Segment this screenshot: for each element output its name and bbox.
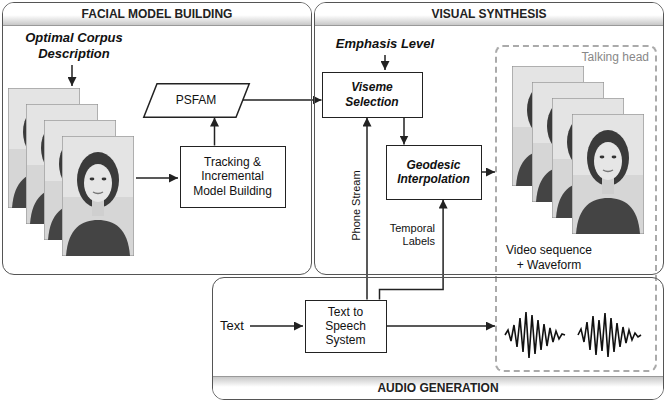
annotation-label: Optimal Corpus Description <box>14 30 134 61</box>
box-label: Text to Speech System <box>311 305 381 348</box>
edge-label: Temporal Labels <box>376 222 436 248</box>
box-label: Viseme Selection <box>328 80 417 109</box>
panel-title: VISUAL SYNTHESIS <box>431 7 546 21</box>
model-parallelogram: PSFAM <box>143 83 250 118</box>
panel-title: AUDIO GENERATION <box>377 381 498 395</box>
face-frames <box>8 88 134 256</box>
connector-arrow <box>387 325 496 327</box>
group-title: Talking head <box>582 50 649 64</box>
connector-arrow <box>403 118 405 145</box>
panel-title: FACIAL MODEL BUILDING <box>82 7 233 21</box>
box-label: Geodesic Interpolation <box>392 158 476 187</box>
waveform <box>505 312 641 358</box>
box-label: Tracking & Incremental Model Building <box>186 155 280 198</box>
annotation-label: Text <box>220 318 244 334</box>
connector-arrow <box>243 99 322 101</box>
panel-header: AUDIO GENERATION <box>213 376 663 399</box>
connector-arrow <box>366 118 368 300</box>
panel-header: FACIAL MODEL BUILDING <box>3 3 311 26</box>
connector-arrow <box>380 200 444 300</box>
connector-arrow <box>482 171 496 173</box>
annotation-label: Emphasis Level <box>330 36 440 52</box>
connector-arrow <box>214 118 216 146</box>
panel-header: VISUAL SYNTHESIS <box>315 3 663 26</box>
process-box: Text to Speech System <box>305 300 387 353</box>
process-box: Viseme Selection <box>322 72 423 118</box>
process-box: Geodesic Interpolation <box>386 145 482 200</box>
output-group: Talking headVideo sequence + Waveform <box>495 45 657 372</box>
output-label: Video sequence + Waveform <box>503 243 595 273</box>
box-label: PSFAM <box>148 93 245 107</box>
edge-label: Phone Stream <box>350 169 363 241</box>
talking-head-frames <box>512 66 644 234</box>
process-box: Tracking & Incremental Model Building <box>180 146 286 208</box>
section-panel: AUDIO GENERATION Text to Speech System <box>212 277 664 400</box>
